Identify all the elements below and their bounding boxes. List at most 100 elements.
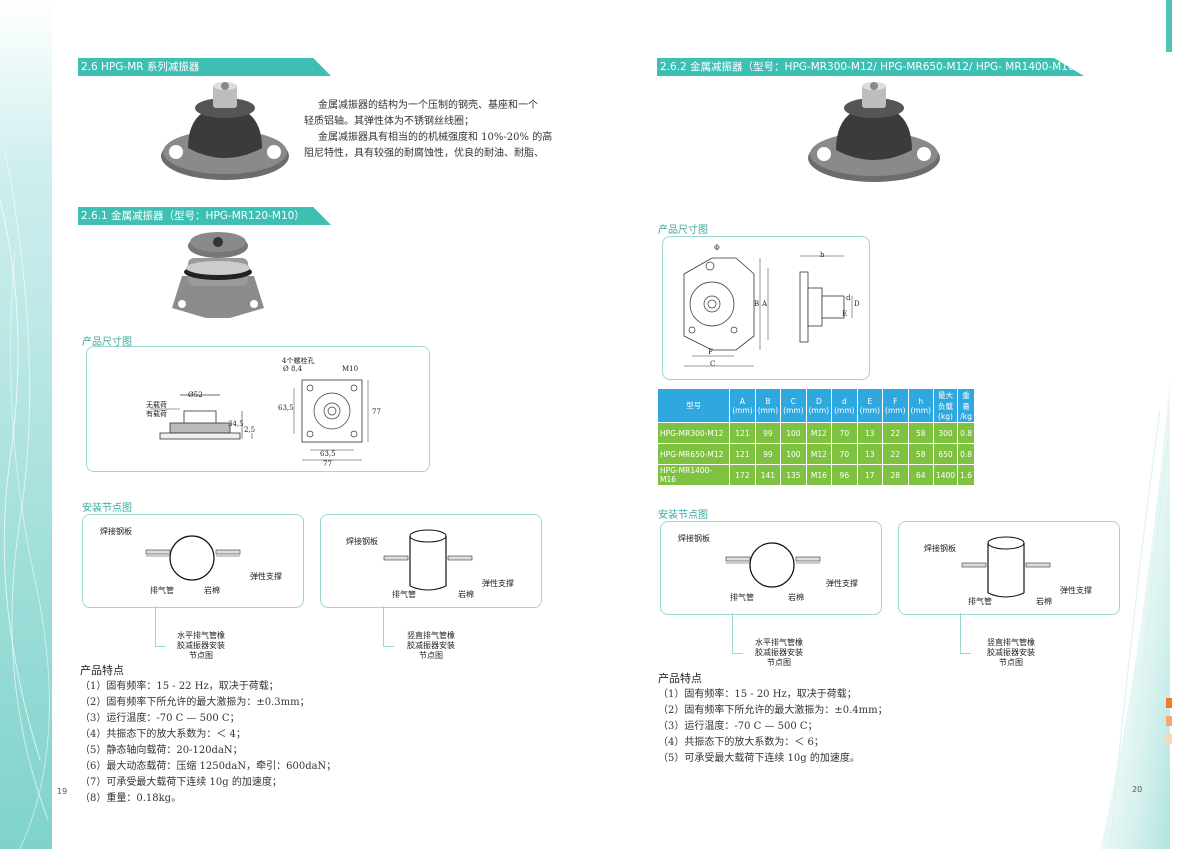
table-cell: 13 (856, 443, 884, 465)
left-page-number: 19 (57, 787, 68, 796)
right-letter-d-lower: d (846, 294, 851, 302)
table-cell: 100 (780, 422, 807, 444)
table-cell: 1.6 (957, 464, 975, 486)
table-cell: 17 (856, 464, 884, 486)
th-weight-label: 重量 (962, 391, 970, 411)
th-h-unit: (mm) (910, 405, 931, 415)
left-v-label-plate: 焊接钢板 (346, 537, 378, 546)
th-d-small-label: d (841, 396, 847, 406)
th-d-small-unit: (mm) (834, 405, 855, 415)
right-install-horizontal-drawing (720, 537, 840, 593)
right-install-title: 安装节点图 (658, 510, 708, 521)
right-caption-v-line-3: 节点图 (999, 658, 1023, 667)
product-photo-mr120 (170, 228, 266, 320)
th-max-load: 最大负载(kg) (932, 388, 959, 423)
label-77-horizontal: 77 (323, 460, 332, 468)
right-h-label-support: 弹性支撑 (826, 579, 858, 588)
left-install-frame-horizontal (82, 514, 304, 608)
table-cell-model: HPG-MR650-M12 (656, 443, 731, 465)
left-v-label-wool: 岩棉 (458, 590, 474, 599)
right-dims-frame (662, 236, 870, 380)
spec-table-header-row: 型号 A(mm) B(mm) C(mm) D(mm) d(mm) E(mm) F… (656, 388, 975, 423)
left-feature-3: （3）运行温度：-70 C — 500 C； (80, 713, 240, 724)
table-cell: 650 (932, 443, 959, 465)
right-feature-3: （3）运行温度：-70 C — 500 C； (658, 721, 818, 732)
left-caption-connector-h (155, 606, 166, 647)
table-row: HPG-MR300-M12 121 99 100 M12 70 13 22 58… (656, 422, 975, 444)
right-h-label-wool: 岩棉 (788, 593, 804, 602)
left-caption-horizontal: 水平排气管橡 胶减振器安装 节点图 (166, 631, 236, 661)
right-install-frame-horizontal (660, 521, 882, 615)
th-c-unit: (mm) (783, 405, 804, 415)
left-v-label-support: 弹性支撑 (482, 579, 514, 588)
left-caption-vertical: 竖直排气管橡 胶减振器安装 节点图 (396, 631, 466, 661)
right-section-title: 2.6.2 金属减振器（型号：HPG-MR300-M12/ HPG-MR650-… (657, 58, 1084, 76)
th-weight: 重量/kg (957, 388, 975, 423)
th-b: B(mm) (754, 388, 782, 423)
label-hole-diameter: Ø 8,4 (283, 365, 303, 373)
right-caption-h-line-2: 胶减振器安装 (755, 648, 803, 657)
table-cell: 135 (780, 464, 807, 486)
th-a-unit: (mm) (732, 405, 753, 415)
left-h-label-wool: 岩棉 (204, 586, 220, 595)
table-cell: 0.8 (957, 422, 975, 444)
right-features-title: 产品特点 (658, 672, 702, 685)
mr120-top-view-drawing (290, 360, 380, 465)
left-caption-connector-v (383, 606, 394, 647)
left-install-vertical-drawing (380, 526, 490, 596)
product-photo-mr300-1400 (804, 78, 944, 188)
table-row: HPG-MR1400-M16 172 141 135 M16 96 17 28 … (656, 464, 975, 486)
right-letter-f: F (708, 348, 713, 356)
left-feature-1: （1）固有频率：15 - 22 Hz，取决于荷载； (80, 681, 279, 692)
left-section-title: 2.6 HPG-MR 系列减振器 (78, 58, 331, 76)
right-edge-tab-orange-1 (1166, 698, 1172, 708)
th-d-small: d(mm) (831, 388, 858, 423)
left-install-horizontal-drawing (140, 530, 260, 586)
left-install-title: 安装节点图 (82, 503, 132, 514)
left-decor-strip (0, 0, 52, 850)
left-v-label-pipe: 排气管 (392, 590, 416, 599)
right-dims-title: 产品尺寸图 (658, 225, 708, 236)
th-model-label: 型号 (686, 401, 702, 410)
th-f-unit: (mm) (885, 405, 906, 415)
table-cell: 58 (907, 422, 934, 444)
table-cell: 58 (907, 443, 934, 465)
table-cell: 13 (856, 422, 884, 444)
right-feature-5: （5）可承受最大载荷下连续 10g 的加速度。 (658, 753, 860, 764)
th-d-unit: (mm) (808, 405, 830, 415)
right-letter-d-upper: D (854, 300, 860, 308)
right-letter-h: h (820, 251, 825, 259)
label-holes: 4个螺栓孔 (282, 357, 315, 365)
right-caption-vertical: 竖直排气管橡 胶减振器安装 节点图 (976, 638, 1046, 668)
left-feature-5: （5）静态轴向载荷：20-120daN； (80, 745, 243, 756)
left-caption-v-line-3: 节点图 (419, 651, 443, 660)
left-feature-7: （7）可承受最大载荷下连续 10g 的加速度； (80, 777, 282, 788)
th-e-unit: (mm) (859, 405, 881, 415)
label-h25: 2,5 (244, 426, 256, 434)
right-caption-connector-v (960, 613, 971, 654)
table-cell: 0.8 (957, 443, 975, 465)
th-weight-unit: /kg (960, 412, 972, 421)
label-77-vertical: 77 (372, 408, 381, 416)
table-cell: 141 (754, 464, 782, 486)
right-feature-4: （4）共振态下的放大系数为：＜ 6； (658, 737, 824, 748)
label-with-load: 有载荷 (146, 410, 167, 418)
th-d-label: D (815, 396, 822, 406)
table-cell: 100 (780, 443, 807, 465)
table-cell: 22 (882, 443, 909, 465)
right-feature-2: （2）固有频率下所允许的最大激振为：±0.4mm； (658, 705, 888, 716)
right-letter-e: E (842, 310, 848, 318)
right-h-label-pipe: 排气管 (730, 593, 754, 602)
table-cell: 96 (831, 464, 858, 486)
right-v-label-support: 弹性支撑 (1060, 586, 1092, 595)
table-cell: 28 (882, 464, 909, 486)
left-features-title: 产品特点 (80, 664, 124, 677)
table-cell: M16 (805, 464, 833, 486)
right-letter-b: B (754, 300, 760, 308)
left-caption-v-line-2: 胶减振器安装 (407, 641, 455, 650)
right-install-frame-vertical (898, 521, 1120, 615)
left-feature-6: （6）最大动态载荷：压缩 1250daN，牵引：600daN； (80, 761, 337, 772)
label-h345: 34,5 (228, 420, 244, 428)
table-cell: 172 (729, 464, 756, 486)
th-h-label: h (918, 396, 924, 406)
